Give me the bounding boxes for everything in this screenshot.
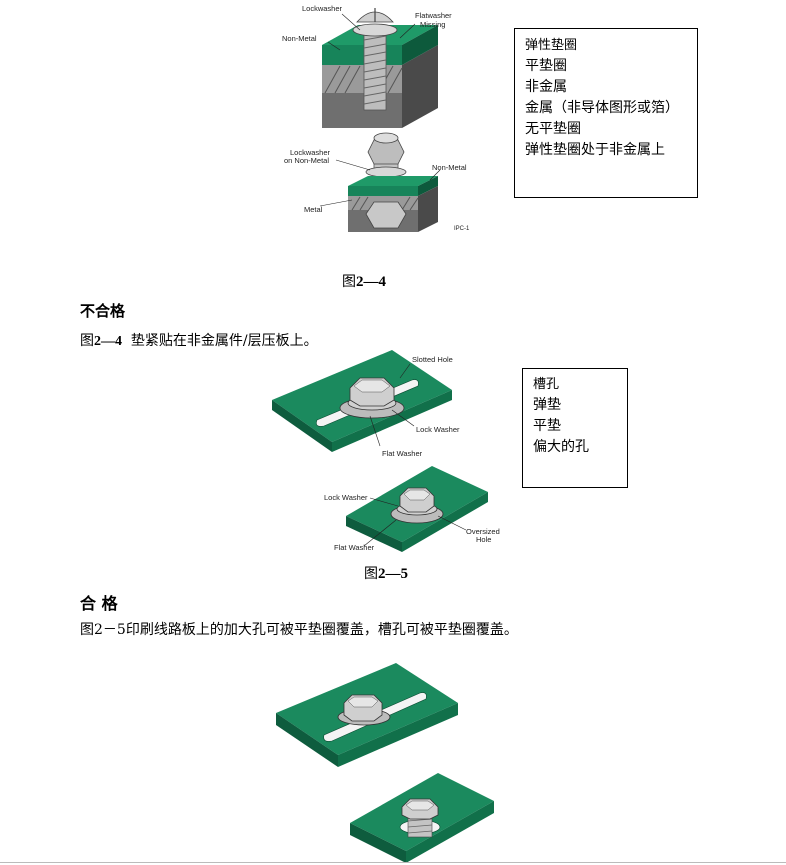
figure-2-5-caption: 图2—5: [364, 566, 408, 582]
label-non-metal-right: Non-Metal: [432, 163, 467, 172]
label-non-metal-top: Non-Metal: [282, 34, 317, 43]
label-flat-washer-2: Flat Washer: [334, 543, 375, 552]
slotted-board: [272, 350, 452, 452]
heading-nonconforming: 不合格: [80, 302, 126, 320]
label-oversized: Oversized: [466, 527, 500, 536]
page-bottom-rule: [0, 862, 786, 863]
oversized-board: [346, 466, 488, 552]
legend-item: 弹性垫圈处于非金属上: [525, 142, 665, 158]
slotted-board-conforming: [276, 663, 458, 767]
legend-item: 非金属: [525, 79, 567, 95]
heading-conforming: 合 格: [80, 594, 118, 613]
figure-2-5-legend: 槽孔 弹垫 平垫 偏大的孔: [522, 368, 628, 488]
figure-2-4-legend: 弹性垫圈 平垫圈 非金属 金属（非导体图形或箔） 无平垫圈 弹性垫圈处于非金属上: [514, 28, 698, 198]
conforming-illustration: [276, 663, 494, 863]
label-lock-washer-1: Lock Washer: [416, 425, 460, 434]
label-ipc: IPC-1: [454, 226, 470, 232]
legend-item: 金属（非导体图形或箔）: [525, 100, 679, 116]
label-missing: Missing: [420, 20, 445, 29]
label-flat-washer-1: Flat Washer: [382, 449, 423, 458]
legend-item: 平垫: [533, 418, 561, 434]
nonconforming-text: 图2—4 垫紧贴在非金属件/层压板上。: [80, 333, 318, 349]
label-hole: Hole: [476, 535, 491, 544]
figure-2-4-caption: 图2—4: [342, 274, 386, 290]
label-on-non-metal: on Non-Metal: [284, 156, 329, 165]
label-lock-washer-2: Lock Washer: [324, 493, 368, 502]
legend-item: 偏大的孔: [533, 439, 589, 455]
conforming-text: 图2－5印刷线路板上的加大孔可被平垫圈覆盖，槽孔可被平垫圈覆盖。: [80, 622, 518, 638]
legend-item: 弹垫: [533, 397, 561, 413]
label-flatwasher: Flatwasher: [415, 11, 452, 20]
legend-item: 无平垫圈: [525, 121, 581, 137]
figure-2-4-illustration: Lockwasher Flatwasher Missing Non-Metal …: [282, 4, 470, 232]
label-metal: Metal: [304, 205, 323, 214]
top-assembly: [322, 8, 438, 128]
legend-item: 平垫圈: [525, 58, 567, 74]
figure-2-5-illustration: Slotted Hole Lock Washer Flat Washer Loc…: [272, 350, 500, 552]
label-lockwasher: Lockwasher: [302, 4, 343, 13]
label-lockwasher-on: Lockwasher: [290, 148, 331, 157]
oversized-board-conforming: [350, 773, 494, 863]
bottom-assembly: [319, 132, 441, 232]
legend-item: 槽孔: [533, 377, 560, 392]
legend-item: 弹性垫圈: [525, 38, 578, 53]
label-slotted-hole: Slotted Hole: [412, 355, 453, 364]
